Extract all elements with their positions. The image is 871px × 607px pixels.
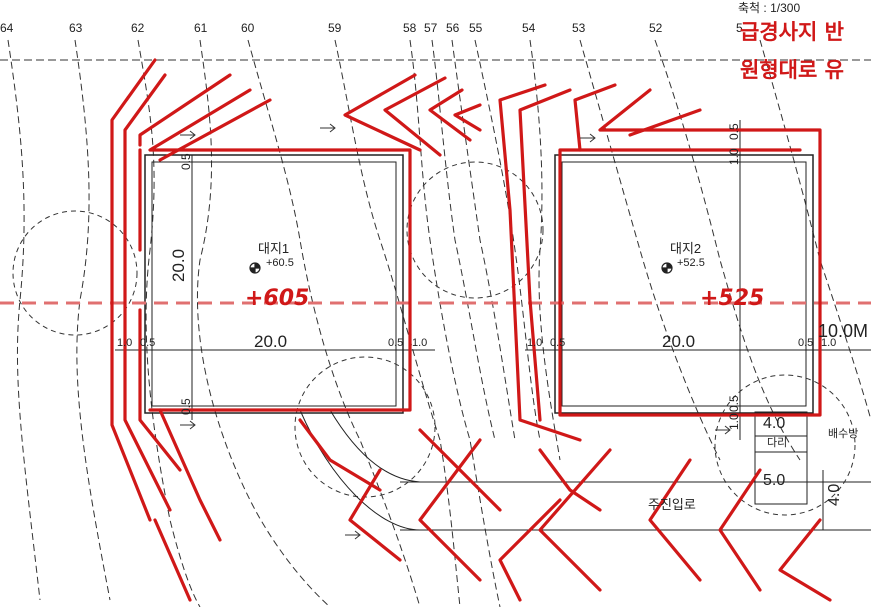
site1-center-marker [249, 262, 261, 274]
main-road [299, 409, 871, 531]
contour-lines [7, 39, 871, 607]
site1-inner-boundary [151, 161, 397, 407]
site1-setback-right2: 1.0 [412, 337, 428, 349]
contour-53 [579, 39, 721, 461]
site1-setback-top: 0.5 [179, 153, 193, 170]
site1-setback-left: 1.0 [117, 337, 133, 349]
contour-56 [451, 39, 516, 441]
slope-zone-circle-left [12, 210, 138, 336]
site2-setback-bottom2: 0.5 [727, 395, 741, 412]
site2-handwritten-level: +525 [700, 286, 765, 311]
contour-58 [409, 39, 501, 607]
site2-setback-top: 0.5 [727, 123, 741, 140]
slope-zone-circle-right [714, 374, 856, 516]
bridge-length: 5.0 [763, 472, 786, 489]
site2-setback-top2: 1.0 [727, 148, 741, 165]
contour-52 [654, 39, 801, 461]
contour-label-53: 53 [572, 21, 586, 35]
contour-57 [431, 39, 496, 441]
site1-height: 20.0 [169, 248, 188, 282]
site1-outer-boundary [144, 154, 404, 414]
contour-label-61: 61 [194, 21, 208, 35]
contour-label-57: 57 [424, 21, 438, 35]
contour-62 [137, 39, 201, 607]
contour-label-56: 56 [446, 21, 460, 35]
contour-label-64: 64 [0, 21, 14, 35]
flow-arrows [180, 123, 731, 540]
site2-setback-left2: 0.5 [550, 337, 566, 349]
contour-label-60: 60 [241, 21, 255, 35]
contour-label-59: 59 [328, 21, 342, 35]
site2-setback-bottom: 1.0 [727, 413, 741, 430]
contour-61 [196, 39, 331, 607]
contour-60 [247, 39, 421, 607]
handwritten-note-line1: 급경사지 반 [740, 20, 844, 44]
site2-name: 대지2 [670, 241, 702, 256]
slope-zone-circle-lower [294, 356, 436, 498]
bridge-label: 다리 [767, 437, 788, 449]
bridge-width: 4.0 [763, 415, 786, 432]
contour-59 [334, 39, 461, 607]
contour-label-58: 58 [403, 21, 417, 35]
site1-setback-right: 0.5 [388, 337, 404, 349]
contour-label-52: 52 [649, 21, 663, 35]
site2-inner-boundary [561, 161, 807, 407]
contour-label-51: 5 [736, 21, 743, 35]
contour-label-62: 62 [131, 21, 145, 35]
contour-55 [474, 39, 541, 441]
site2-center-marker [661, 262, 673, 274]
contour-label-55: 55 [469, 21, 483, 35]
contour-label-63: 63 [69, 21, 83, 35]
road-side-width: 4.0 [826, 483, 843, 506]
site1-name: 대지1 [258, 241, 290, 256]
contour-label-54: 54 [522, 21, 536, 35]
site1-setback-left2: 0.5 [140, 337, 156, 349]
site2-setback-right2: 1.0 [821, 337, 837, 349]
contour-51 [759, 39, 871, 421]
site2-outer-boundary [554, 154, 814, 414]
site2-setback-left: 1.0 [527, 337, 543, 349]
drain-label: 배수방 [828, 428, 859, 440]
handwritten-note-line2: 원형대로 유 [740, 58, 844, 82]
road-width-label: 10.0M [818, 321, 869, 341]
site2-level: +52.5 [677, 257, 705, 269]
site1-handwritten-level: +605 [245, 286, 310, 311]
site1-level: +60.5 [266, 257, 294, 269]
contour-63 [74, 39, 111, 601]
bridge [754, 411, 808, 505]
site2-setback-right: 0.5 [798, 337, 814, 349]
slope-zone-circle-middle [406, 161, 544, 299]
site1-width: 20.0 [254, 332, 288, 351]
scale-label: 축척 : 1/300 [738, 1, 801, 15]
slope-markup [110, 58, 832, 602]
main-road-label: 주진입로 [648, 497, 696, 512]
contour-64 [7, 39, 41, 601]
site2-width: 20.0 [662, 332, 696, 351]
site1-setback-bottom: 0.5 [179, 398, 193, 415]
